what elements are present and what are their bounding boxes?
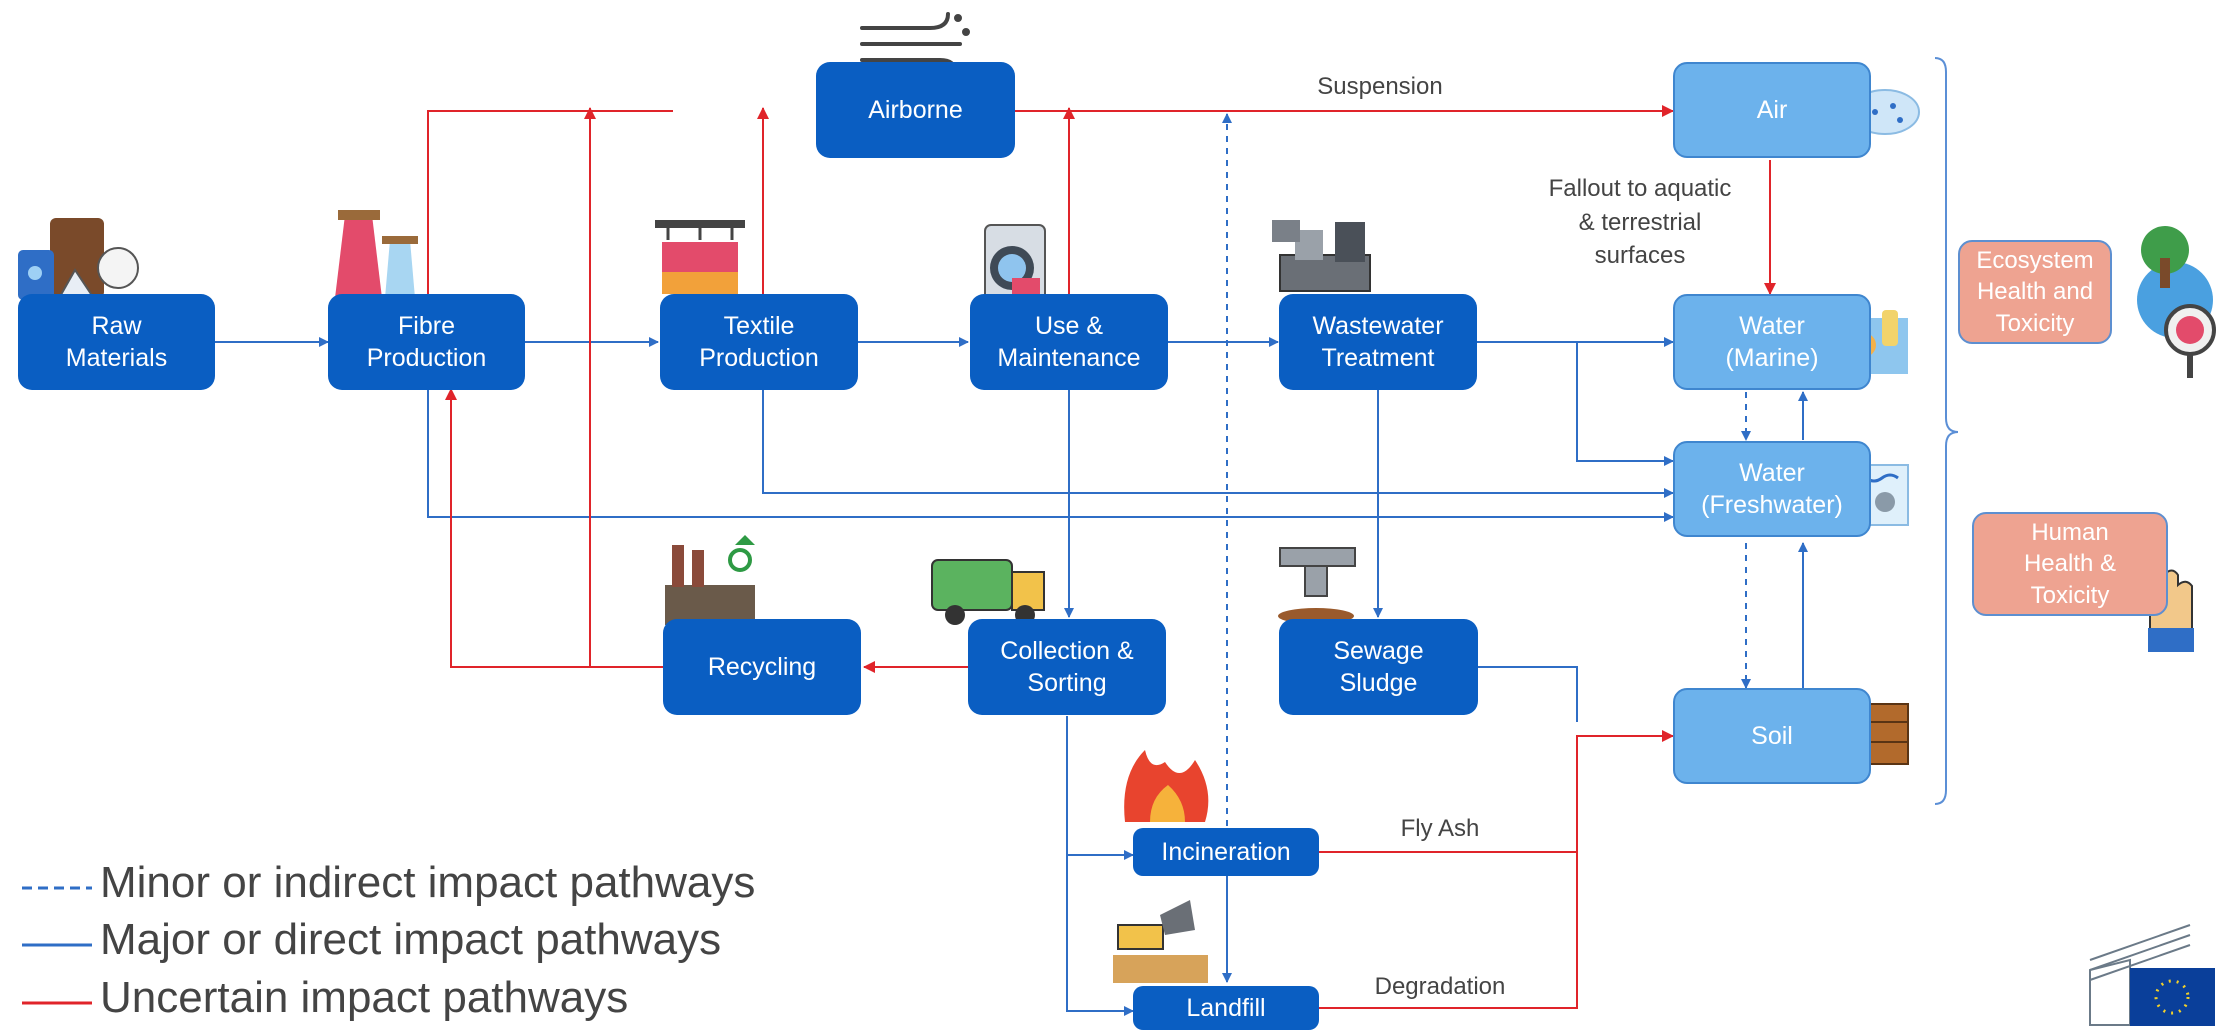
factory-recycle-icon xyxy=(665,535,755,625)
node-landfill: Landfill xyxy=(1133,986,1319,1030)
dump-truck-icon xyxy=(1113,900,1208,983)
sludge-pipe-icon xyxy=(1278,547,1356,624)
node-incineration: Incineration xyxy=(1133,828,1319,876)
node-air: Air xyxy=(1673,62,1871,158)
node-water-marine: Water (Marine) xyxy=(1673,294,1871,390)
fire-icon xyxy=(1124,750,1209,822)
eu-commission-logo xyxy=(2089,924,2215,1026)
node-fibre-production: Fibre Production xyxy=(328,294,525,390)
uncertain-pathways xyxy=(427,105,1776,1009)
raw-materials-icon xyxy=(18,218,139,301)
node-sewage-sludge: Sewage Sludge xyxy=(1279,619,1478,715)
earth-tree-magnifier-icon xyxy=(2137,226,2216,378)
node-soil: Soil xyxy=(1673,688,1871,784)
node-water-freshwater: Water (Freshwater) xyxy=(1673,441,1871,537)
wastewater-plant-icon xyxy=(1272,220,1371,292)
node-recycling: Recycling xyxy=(663,619,861,715)
legend-major: Major or direct impact pathways xyxy=(100,915,722,964)
node-textile-production: Textile Production xyxy=(660,294,858,390)
garbage-truck-icon xyxy=(931,559,1045,625)
node-airborne: Airborne xyxy=(816,62,1015,158)
node-ecosystem-health: Ecosystem Health and Toxicity xyxy=(1958,240,2112,344)
label-fallout: Fallout to aquatic & terrestrial surface… xyxy=(1548,175,1732,270)
yarn-spools-icon xyxy=(335,210,418,298)
label-fly-ash: Fly Ash xyxy=(1400,815,1480,842)
loom-icon xyxy=(655,220,745,294)
legend-lines xyxy=(22,886,92,1005)
washing-machine-icon xyxy=(984,224,1046,301)
label-degradation: Degradation xyxy=(1374,973,1506,1000)
node-collection-sorting: Collection & Sorting xyxy=(968,619,1166,715)
major-pathways xyxy=(215,337,1808,1016)
node-use-maintenance: Use & Maintenance xyxy=(970,294,1168,390)
grouping-bracket xyxy=(1934,57,1959,805)
minor-pathways xyxy=(1222,113,1751,826)
node-raw-materials: Raw Materials xyxy=(18,294,215,390)
legend-minor: Minor or indirect impact pathways xyxy=(100,858,756,907)
label-suspension: Suspension xyxy=(1317,73,1443,100)
legend-uncertain: Uncertain impact pathways xyxy=(100,973,629,1022)
node-wastewater-treatment: Wastewater Treatment xyxy=(1279,294,1477,390)
node-human-health: Human Health & Toxicity xyxy=(1972,512,2168,616)
